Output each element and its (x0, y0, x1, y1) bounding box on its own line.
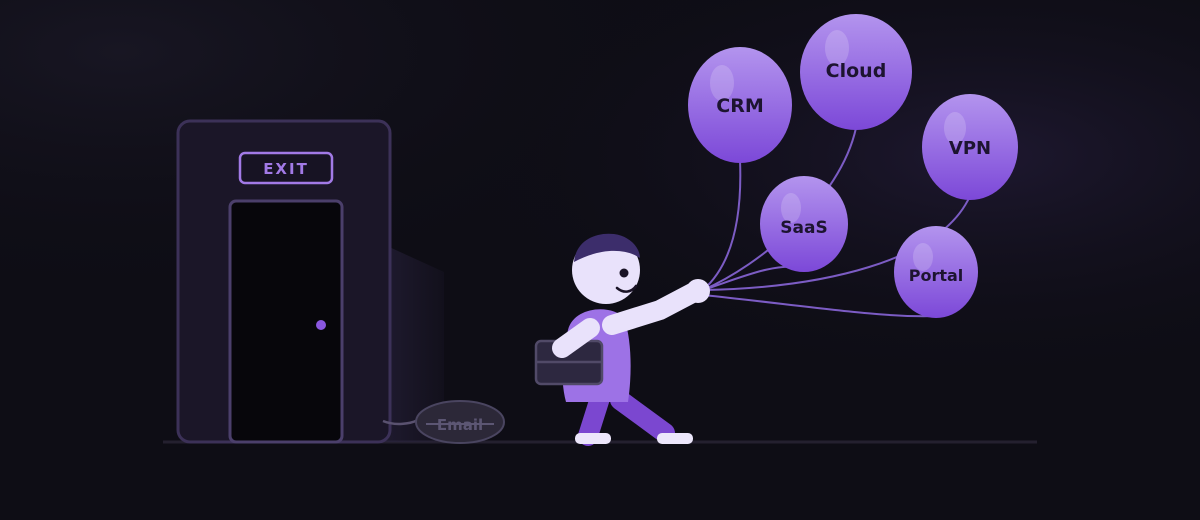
character-smile (615, 284, 638, 293)
exit-sign: EXIT (238, 151, 334, 185)
character-eye (619, 268, 629, 278)
balloon-label-crm: CRM (716, 95, 763, 117)
balloon-label-portal: Portal (909, 266, 964, 285)
character-arm (552, 318, 600, 358)
balloon-saas: SaaS (760, 176, 848, 272)
character-back-leg (578, 388, 610, 446)
balloon-cloud: Cloud (800, 14, 912, 130)
balloon-highlight (913, 243, 933, 271)
balloon-vpn: VPN (922, 94, 1018, 200)
character-hand (686, 279, 710, 303)
balloon-crm: CRM (688, 47, 792, 163)
deflated-email-balloon: Email (382, 400, 505, 444)
balloon-label-saas: SaaS (780, 218, 827, 238)
character-shoe (657, 433, 693, 444)
character-arm (602, 280, 708, 335)
briefcase (534, 339, 604, 386)
door-knob (316, 320, 326, 330)
running-character (534, 233, 710, 446)
balloon-label-vpn: VPN (949, 138, 991, 159)
balloon-label-cloud: Cloud (826, 60, 887, 82)
character-hair (574, 233, 640, 262)
exit-door[interactable] (228, 199, 344, 444)
character-front-leg (610, 390, 675, 443)
balloon-highlight (944, 112, 966, 144)
balloon-portal: Portal (894, 226, 978, 318)
balloon-highlight (825, 30, 849, 66)
balloon-highlight (781, 193, 801, 223)
balloon-highlight (710, 65, 734, 101)
exit-sign-label: EXIT (263, 160, 309, 178)
character-shoe (575, 433, 611, 444)
